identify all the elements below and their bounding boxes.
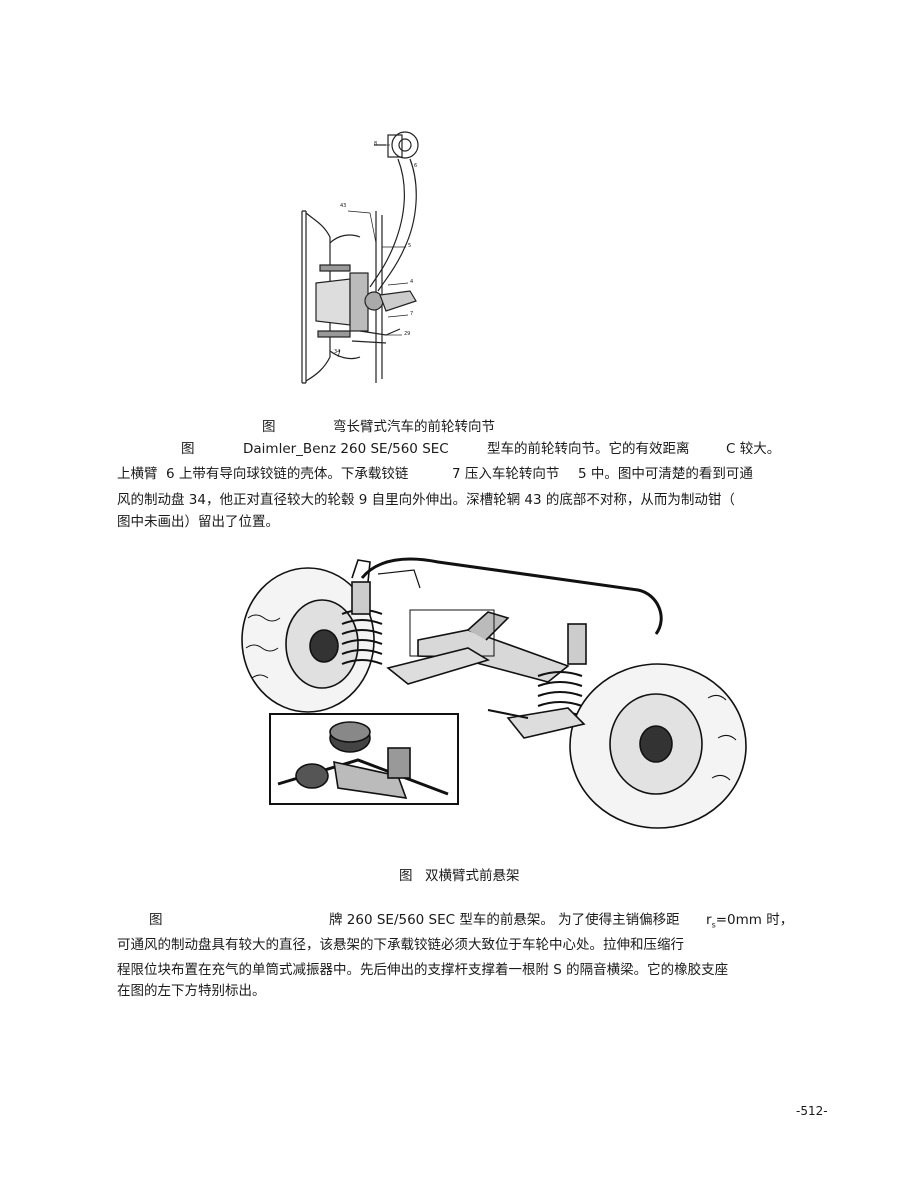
para1-text-c: C 较大。 bbox=[726, 441, 781, 457]
para1-text-a: 型车的前轮转向节。它的有效距离 bbox=[487, 441, 690, 457]
figure-knuckle: 8 6 43 5 4 7 29 34 bbox=[290, 125, 430, 387]
para1-line2-a: 上横臂 bbox=[117, 466, 158, 482]
para2-r-letter: r bbox=[706, 912, 712, 928]
para2-line4: 在图的左下方特别标出。 bbox=[117, 983, 266, 999]
para2-fig-ref: 图 bbox=[149, 912, 163, 928]
para1-line3: 风的制动盘 34，他正对直径较大的轮毂 9 自里向外伸出。深槽轮辋 43 的底部… bbox=[117, 492, 735, 508]
figure-suspension bbox=[238, 548, 756, 848]
callout-29: 29 bbox=[404, 331, 411, 337]
para2-line2: 可通风的制动盘具有较大的直径，该悬架的下承载铰链必须大致位于车轮中心处。拉伸和压… bbox=[117, 937, 684, 953]
para2-r: rs=0mm 时， bbox=[706, 911, 793, 935]
callout-5: 5 bbox=[408, 243, 412, 249]
para1-fig-ref: 图 bbox=[181, 441, 195, 457]
para1-line2-b: 6 上带有导向球铰链的壳体。下承载铰链 bbox=[166, 466, 409, 482]
callout-43: 43 bbox=[340, 203, 347, 209]
figure1-caption-title: 弯长臂式汽车的前轮转向节 bbox=[333, 419, 495, 435]
figure2-caption-title: 双横臂式前悬架 bbox=[425, 868, 520, 884]
callout-6: 6 bbox=[414, 163, 418, 169]
page-number: -512- bbox=[796, 1104, 828, 1118]
callout-7: 7 bbox=[410, 311, 414, 317]
para2-r-sub: s bbox=[711, 920, 716, 930]
knuckle-drawing bbox=[301, 131, 419, 384]
callout-8: 8 bbox=[374, 141, 378, 147]
callout-4: 4 bbox=[410, 279, 414, 285]
para1-line2-c: 7 压入车轮转向节 bbox=[452, 466, 560, 482]
para2-line3: 程限位块布置在充气的单筒式减振器中。先后伸出的支撑杆支撑着一根附 S 的隔音横梁… bbox=[117, 962, 729, 978]
para2-line1: 牌 260 SE/560 SEC 型车的前悬架。 为了使得主销偏移距 bbox=[329, 912, 680, 928]
suspension-drawing bbox=[241, 557, 747, 829]
callout-34: 34 bbox=[334, 349, 341, 355]
figure1-caption-label: 图 bbox=[262, 419, 276, 435]
para1-line2-d: 5 中。图中可清楚的看到可通 bbox=[578, 466, 753, 482]
para1-line4: 图中未画出）留出了位置。 bbox=[117, 514, 279, 530]
para2-r-value: =0mm 时， bbox=[715, 912, 794, 928]
para1-model: Daimler_Benz 260 SE/560 SEC bbox=[243, 441, 449, 457]
figure2-caption-label: 图 bbox=[399, 868, 413, 884]
